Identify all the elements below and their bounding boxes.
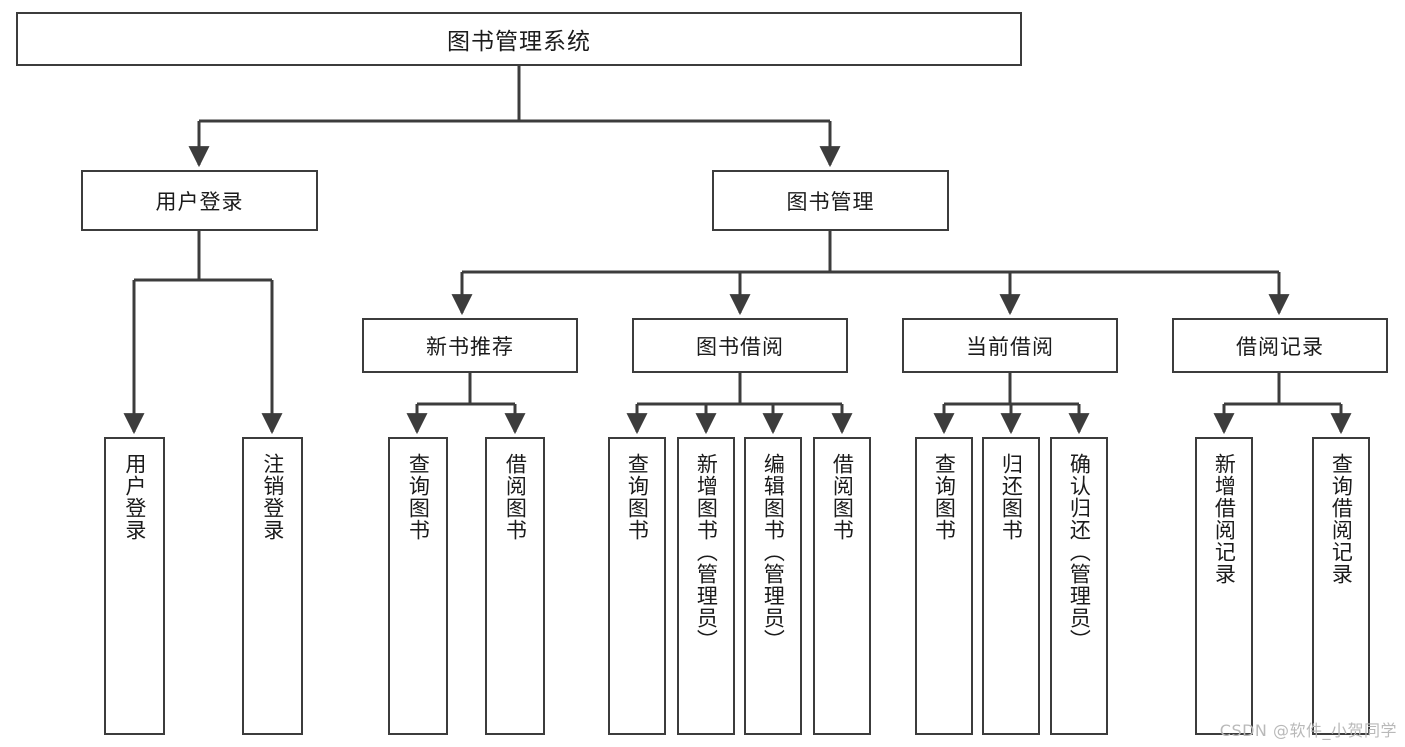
leaf-label: 新增图书（管理员） <box>694 453 719 651</box>
leaf-book-borrow-query[interactable]: 查询图书 <box>608 437 666 735</box>
node-current-borrow-label: 当前借阅 <box>966 334 1054 359</box>
node-new-book-recommend[interactable]: 新书推荐 <box>362 318 578 373</box>
leaf-borrow-record-add[interactable]: 新增借阅记录 <box>1195 437 1253 735</box>
leaf-book-borrow-add[interactable]: 新增图书（管理员） <box>677 437 735 735</box>
leaf-label: 查询借阅记录 <box>1329 453 1354 585</box>
node-book-borrow-label: 图书借阅 <box>696 334 784 359</box>
leaf-current-borrow-query[interactable]: 查询图书 <box>915 437 973 735</box>
leaf-label: 注销登录 <box>260 453 285 541</box>
node-user-login[interactable]: 用户登录 <box>81 170 318 231</box>
leaf-book-borrow-borrow[interactable]: 借阅图书 <box>813 437 871 735</box>
leaf-label: 确认归还（管理员） <box>1067 453 1092 651</box>
leaf-label: 查询图书 <box>932 453 957 541</box>
node-root-label: 图书管理系统 <box>447 29 591 55</box>
leaf-label: 借阅图书 <box>830 453 855 541</box>
leaf-user-login-login[interactable]: 用户登录 <box>104 437 165 735</box>
leaf-label: 用户登录 <box>122 453 147 541</box>
node-book-management[interactable]: 图书管理 <box>712 170 949 231</box>
leaf-user-login-logout[interactable]: 注销登录 <box>242 437 303 735</box>
leaf-label: 归还图书 <box>999 453 1024 541</box>
node-user-login-label: 用户登录 <box>155 189 244 214</box>
leaf-label: 借阅图书 <box>503 453 528 541</box>
node-borrow-record-label: 借阅记录 <box>1236 334 1324 359</box>
leaf-label: 查询图书 <box>406 453 431 541</box>
node-current-borrow[interactable]: 当前借阅 <box>902 318 1118 373</box>
node-borrow-record[interactable]: 借阅记录 <box>1172 318 1388 373</box>
node-new-book-recommend-label: 新书推荐 <box>426 334 514 359</box>
leaf-new-book-borrow[interactable]: 借阅图书 <box>485 437 545 735</box>
leaf-label: 查询图书 <box>625 453 650 541</box>
leaf-new-book-query[interactable]: 查询图书 <box>388 437 448 735</box>
leaf-borrow-record-query[interactable]: 查询借阅记录 <box>1312 437 1370 735</box>
node-root[interactable]: 图书管理系统 <box>16 12 1022 66</box>
node-book-borrow[interactable]: 图书借阅 <box>632 318 848 373</box>
leaf-book-borrow-edit[interactable]: 编辑图书（管理员） <box>744 437 802 735</box>
leaf-label: 编辑图书（管理员） <box>761 453 786 651</box>
node-book-management-label: 图书管理 <box>786 189 875 214</box>
leaf-current-borrow-confirm[interactable]: 确认归还（管理员） <box>1050 437 1108 735</box>
leaf-label: 新增借阅记录 <box>1212 453 1237 585</box>
leaf-current-borrow-return[interactable]: 归还图书 <box>982 437 1040 735</box>
